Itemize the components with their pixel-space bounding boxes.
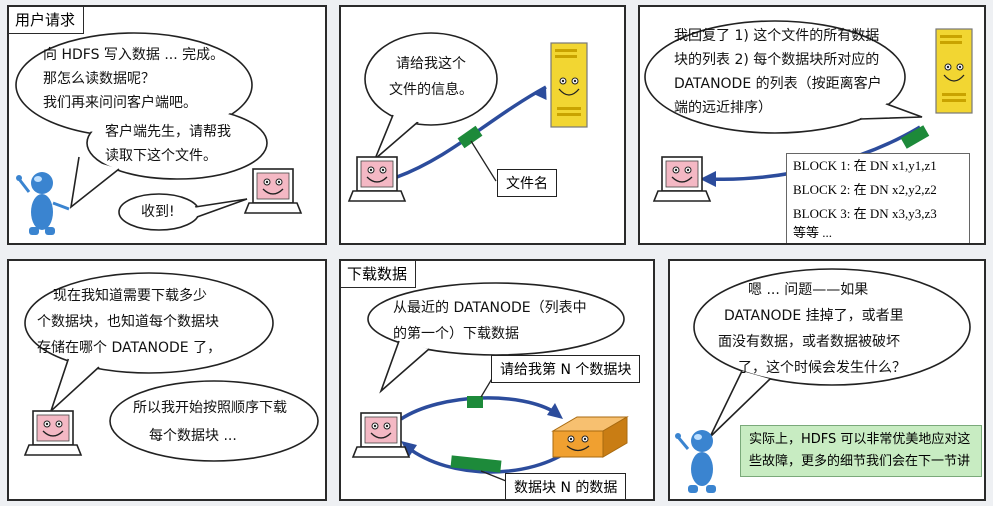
bubble-text: 端的远近排序） xyxy=(674,100,772,116)
panel-3-art xyxy=(644,20,973,202)
bubble-text: 客户端先生，请帮我 xyxy=(105,124,231,140)
panel-title: 用户请求 xyxy=(9,7,85,34)
data-packet-icon xyxy=(900,125,930,149)
bubble-text: 面没有数据，或者数据被破坏 xyxy=(718,334,900,350)
bubble-text: 我们再来问问客户端吧。 xyxy=(43,95,197,111)
bubble-text: 文件的信息。 xyxy=(389,82,473,98)
robot-icon xyxy=(16,172,70,235)
bubble-text: 块的列表 2) 每个数据块所对应的 xyxy=(674,52,880,68)
panel-2-art xyxy=(347,32,588,202)
data-packet-icon xyxy=(450,455,502,473)
bubble-text: DATANODE 的列表（按距离客户 xyxy=(674,76,882,92)
panel-6-art xyxy=(675,268,971,493)
bubble-text: 向 HDFS 写入数据 ... 完成。 xyxy=(43,47,225,63)
bubble-tail xyxy=(194,198,248,218)
panel-failure-question: 嗯 ... 问题——如果 DATANODE 挂掉了，或者里 面没有数据，或者数据… xyxy=(668,259,986,501)
bubble-tail xyxy=(379,340,430,394)
bubble-text: DATANODE 挂掉了，或者里 xyxy=(724,308,904,324)
panel-1-art xyxy=(15,32,303,235)
datanode-icon xyxy=(551,416,629,458)
server-icon xyxy=(550,42,588,128)
bubble-text: 从最近的 DATANODE（列表中 xyxy=(393,300,587,316)
reply-text: 收到! xyxy=(141,204,175,220)
block-location-list: BLOCK 1: 在 DN x1,y1,z1 BLOCK 2: 在 DN x2,… xyxy=(786,153,970,243)
panel-download-plan: 现在我知道需要下载多少 个数据块，也知道每个数据块 存储在哪个 DATANODE… xyxy=(7,259,327,501)
bubble-text: 的第一个）下载数据 xyxy=(393,326,519,342)
robot-icon xyxy=(675,430,716,493)
bubble-tail xyxy=(374,114,420,160)
bubble-tail xyxy=(69,156,120,209)
response-label: 数据块 N 的数据 xyxy=(505,473,627,499)
explanation-note: 实际上，HDFS 可以非常优美地应对这 些故障，更多的细节我们会在下一节讲 xyxy=(740,425,982,477)
server-icon xyxy=(935,28,973,114)
panel-user-request: 用户请求 向 HDFS 写入 xyxy=(7,5,327,245)
block-row: BLOCK 3: 在 DN x3,y3,z3 xyxy=(793,206,937,221)
block-row: BLOCK 2: 在 DN x2,y2,z2 xyxy=(793,182,937,197)
note-line: 实际上，HDFS 可以非常优美地应对这 xyxy=(749,432,971,447)
bubble-text: 嗯 ... 问题——如果 xyxy=(748,282,869,298)
panel-5-art xyxy=(351,282,629,482)
panel-4-art xyxy=(23,272,319,462)
panel-title: 下载数据 xyxy=(341,261,417,288)
laptop-icon xyxy=(652,156,712,202)
bubble-text: 存储在哪个 DATANODE 了， xyxy=(37,340,222,356)
request-label: 请给我第 N 个数据块 xyxy=(491,355,641,383)
bubble-text: 每个数据块 ... xyxy=(149,428,237,444)
bubble-text: 所以我开始按照顺序下载 xyxy=(133,400,287,416)
bubble-text: 个数据块，也知道每个数据块 xyxy=(37,314,219,330)
bubble-text: 那怎么读数据呢？ xyxy=(43,71,155,87)
bubble-text: 现在我知道需要下载多少 xyxy=(53,288,207,304)
laptop-icon xyxy=(347,156,407,202)
bubble-text: 读取下这个文件。 xyxy=(105,148,217,164)
response-arrow xyxy=(405,445,573,474)
data-packet-icon xyxy=(457,125,483,149)
bubble-tail xyxy=(859,102,923,120)
laptop-icon xyxy=(23,410,83,456)
data-packet-icon xyxy=(467,396,483,408)
laptop-icon xyxy=(351,412,411,458)
file-name-label: 文件名 xyxy=(497,169,557,197)
panel-download-data: 下载数据 从最近的 DAT xyxy=(339,259,655,501)
panel-file-info-request: 请给我这个 文件的信息。 文件名 xyxy=(339,5,626,245)
block-row: 等等 ... xyxy=(793,225,833,240)
bubble-text: 了，这个时候会发生什么？ xyxy=(738,360,906,376)
bubble-text: 请给我这个 xyxy=(396,56,466,72)
note-line: 些故障，更多的细节我们会在下一节讲 xyxy=(749,454,971,469)
block-row: BLOCK 1: 在 DN x1,y1,z1 xyxy=(793,158,937,173)
bubble-text: 我回复了 1) 这个文件的所有数据 xyxy=(674,28,880,44)
laptop-icon xyxy=(243,168,303,214)
panel-block-list-reply: 我回复了 1) 这个文件的所有数据 块的列表 2) 每个数据块所对应的 DATA… xyxy=(638,5,986,245)
